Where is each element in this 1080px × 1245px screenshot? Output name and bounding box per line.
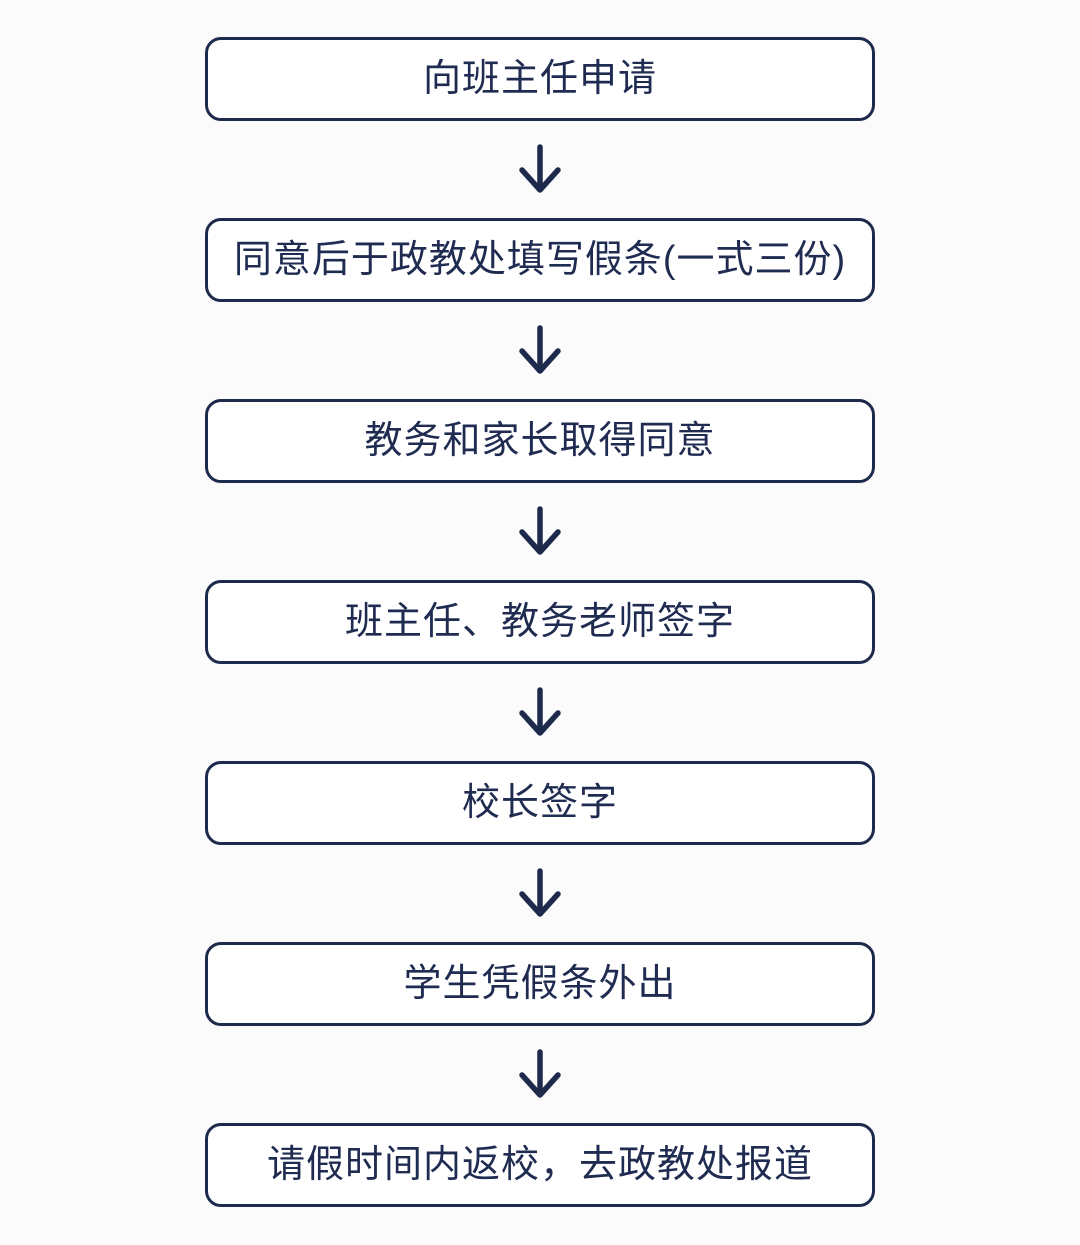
down-arrow-icon [519, 686, 561, 736]
flow-step-label: 教务和家长取得同意 [364, 420, 716, 462]
flow-step-get-consent: 教务和家长取得同意 [205, 399, 875, 483]
flow-step-return-and-report: 请假时间内返校，去政教处报道 [205, 1123, 875, 1207]
flow-step-label: 校长签字 [461, 782, 618, 824]
flow-step-teachers-sign: 班主任、教务老师签字 [205, 580, 875, 664]
leave-request-flowchart: 向班主任申请 同意后于政教处填写假条(一式三份) 教务和家长取得同意 班主任、教… [205, 37, 875, 1207]
flow-connector [514, 1026, 566, 1123]
flow-connector [514, 664, 566, 761]
flow-step-label: 学生凭假条外出 [403, 963, 677, 1005]
flow-step-label: 请假时间内返校，去政教处报道 [266, 1144, 813, 1186]
flow-step-apply-to-class-teacher: 向班主任申请 [205, 37, 875, 121]
flow-step-label: 向班主任申请 [422, 58, 657, 100]
flow-connector [514, 845, 566, 942]
down-arrow-icon [519, 324, 561, 374]
down-arrow-icon [519, 867, 561, 917]
flow-connector [514, 483, 566, 580]
flow-connector [514, 302, 566, 399]
flow-step-principal-signs: 校长签字 [205, 761, 875, 845]
down-arrow-icon [519, 143, 561, 193]
flow-step-fill-leave-slip: 同意后于政教处填写假条(一式三份) [205, 218, 875, 302]
flow-step-label: 班主任、教务老师签字 [344, 601, 735, 643]
flow-connector [514, 121, 566, 218]
down-arrow-icon [519, 505, 561, 555]
flow-step-label: 同意后于政教处填写假条(一式三份) [233, 239, 847, 281]
flow-step-student-leaves: 学生凭假条外出 [205, 942, 875, 1026]
down-arrow-icon [519, 1048, 561, 1098]
